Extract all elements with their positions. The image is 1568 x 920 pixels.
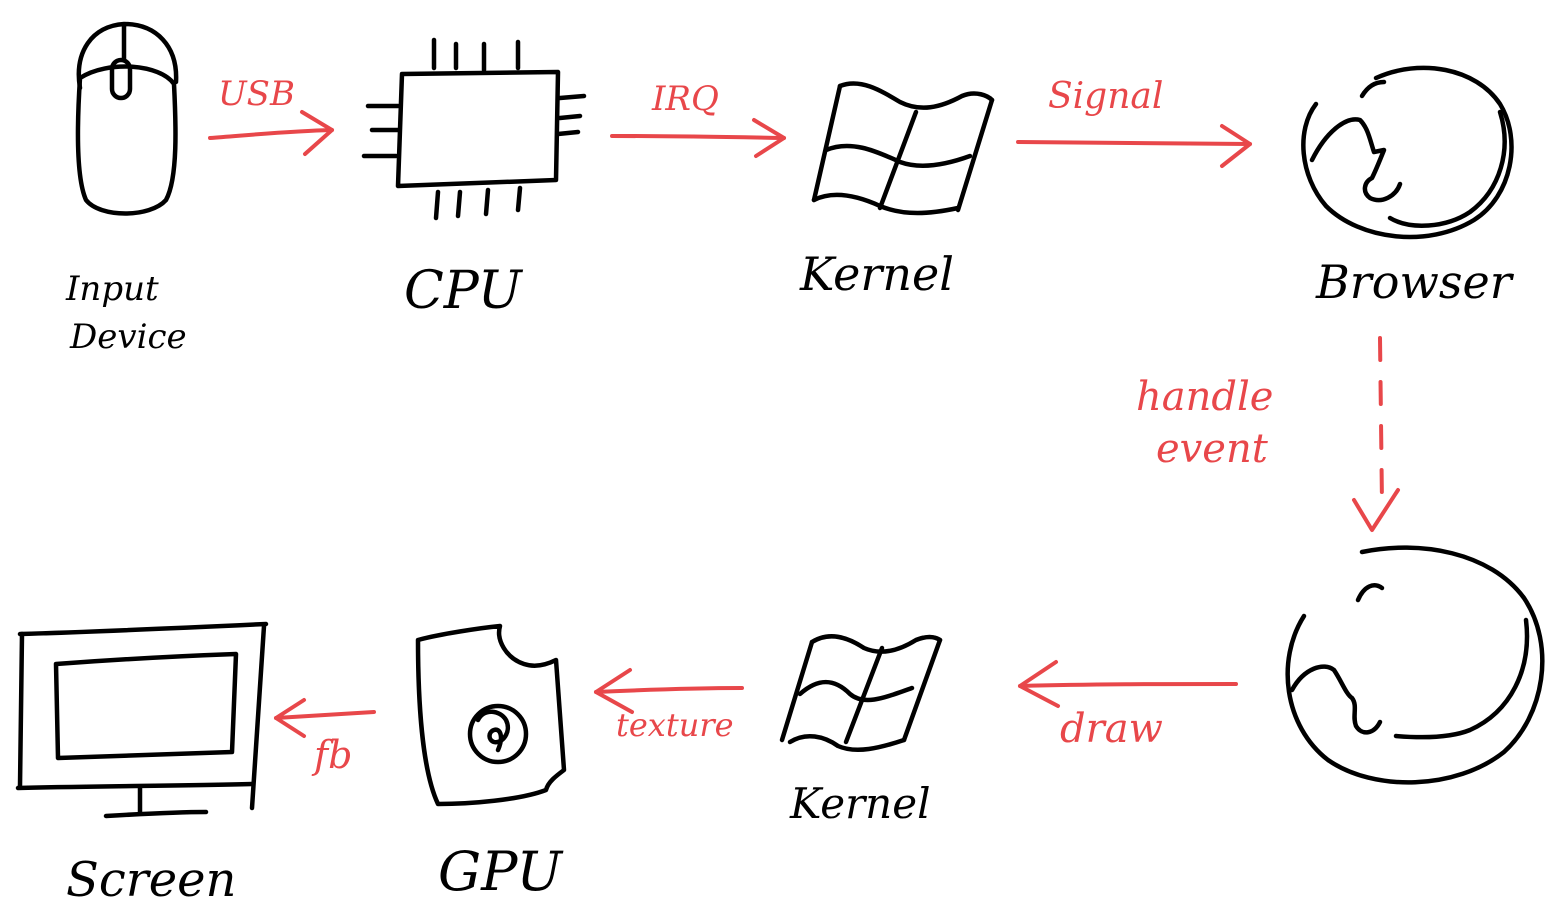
- chip-icon: [361, 37, 587, 221]
- handle-event-label-line1: handle: [1136, 374, 1273, 420]
- handle-event-label-line2: event: [1156, 426, 1269, 472]
- texture-label: texture: [616, 706, 734, 744]
- kernel-top-label: Kernel: [799, 247, 954, 301]
- fb-arrow: [274, 698, 376, 738]
- usb-arrow: [208, 110, 334, 156]
- signal-arrow: [1016, 124, 1252, 168]
- draw-arrow: [1018, 660, 1238, 708]
- kernel-bottom-label: Kernel: [789, 779, 931, 828]
- screen-label: Screen: [66, 852, 236, 908]
- input-device-label-line1: Input: [65, 269, 159, 309]
- monitor-icon: [15, 621, 269, 819]
- gpu-card-icon: [415, 623, 567, 807]
- cpu-label: CPU: [404, 261, 524, 321]
- windows-flag-icon: [779, 634, 943, 753]
- firefox-icon: [1301, 65, 1514, 240]
- irq-arrow: [610, 118, 786, 158]
- firefox-icon: [1285, 545, 1545, 785]
- draw-label: draw: [1060, 706, 1163, 752]
- mouse-icon: [75, 21, 179, 216]
- browser-top-label: Browser: [1315, 255, 1515, 309]
- handle-event-arrow: [1352, 336, 1400, 532]
- gpu-label: GPU: [438, 840, 564, 903]
- texture-arrow: [594, 668, 744, 714]
- fb-label: fb: [311, 733, 352, 777]
- irq-label: IRQ: [651, 79, 719, 119]
- usb-label: USB: [218, 74, 295, 114]
- signal-label: Signal: [1048, 76, 1163, 117]
- windows-flag-icon: [811, 81, 995, 216]
- input-device-label-line2: Device: [69, 317, 187, 357]
